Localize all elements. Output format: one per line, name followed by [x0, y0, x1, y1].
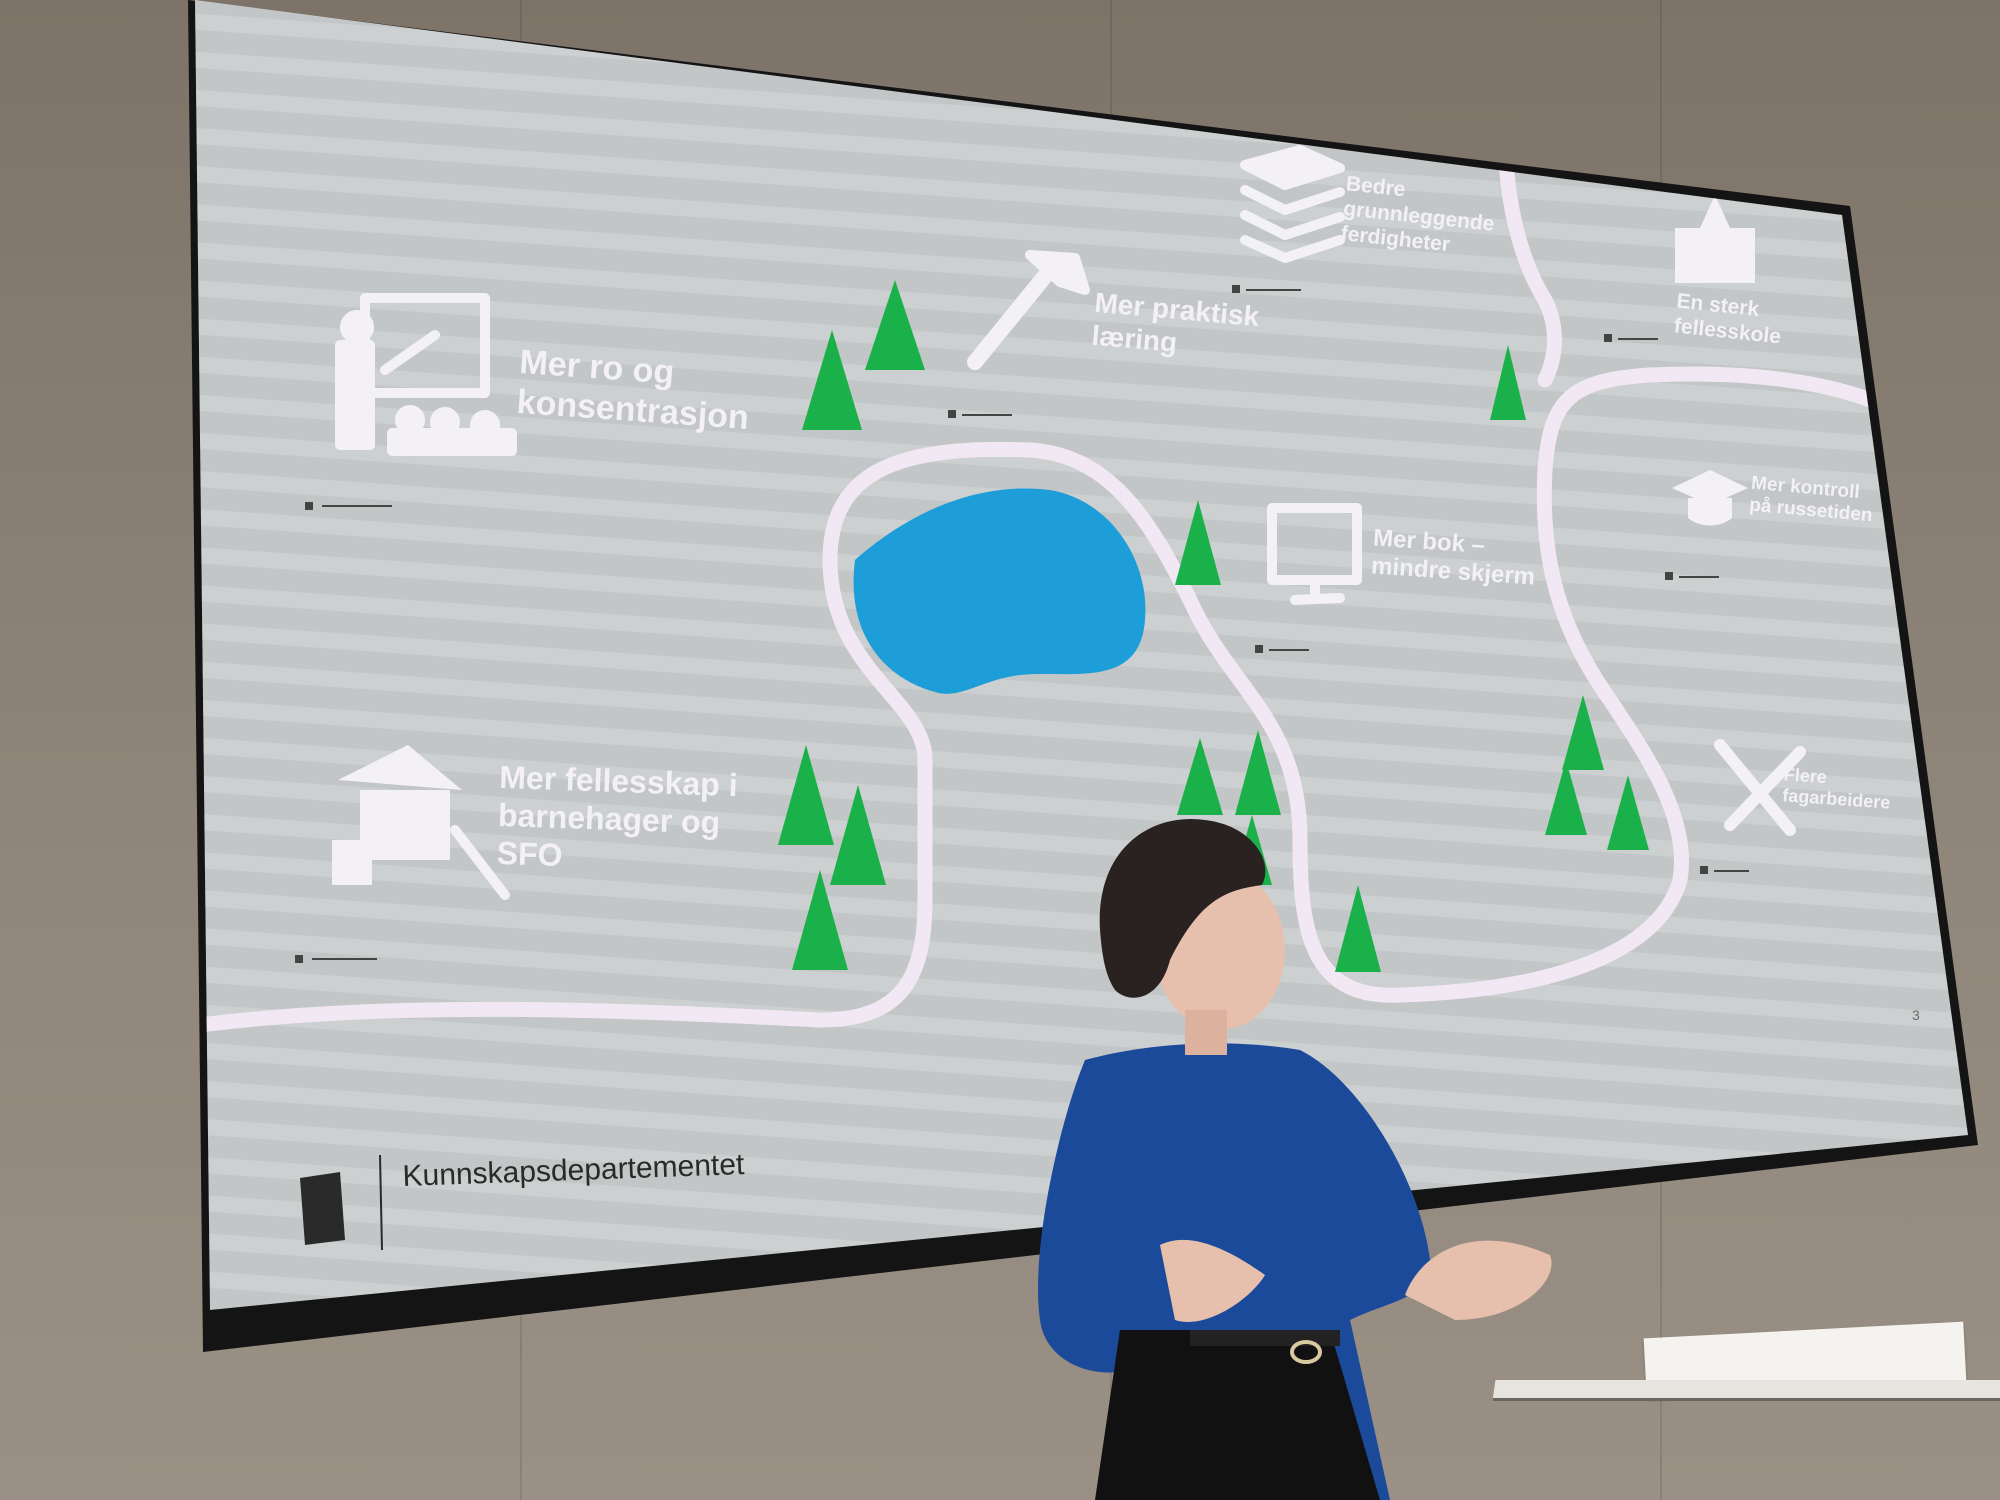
- school-building-icon: [1675, 180, 1755, 283]
- tree-icon: [778, 745, 834, 845]
- tree-icon: [1175, 500, 1221, 585]
- presenter-left-hand: [1160, 1239, 1265, 1322]
- presenter-neck: [1185, 1010, 1227, 1055]
- slide-page-number: 3: [1912, 1007, 1920, 1023]
- tree-icon: [830, 785, 886, 885]
- tree-icon: [1562, 695, 1604, 770]
- table: [1492, 1380, 2000, 1401]
- belt-buckle: [1290, 1340, 1322, 1364]
- hammer-icon: [967, 250, 1090, 370]
- tree-icon: [792, 870, 848, 970]
- tree-icon: [1177, 738, 1223, 815]
- tree-icon: [1607, 775, 1649, 850]
- tree-icon: [1490, 345, 1526, 420]
- presenter-belt: [1190, 1330, 1340, 1346]
- teacher-classroom-icon: [335, 293, 517, 456]
- presenter-right-hand: [1405, 1240, 1552, 1320]
- presenter-skirt: [1095, 1330, 1380, 1500]
- tools-icon: [1714, 739, 1806, 836]
- ministry-logo: [300, 1154, 383, 1251]
- map-roads: [195, 122, 1878, 1033]
- books-icon: [1240, 145, 1345, 263]
- monitor-icon: [1267, 503, 1362, 605]
- lion-crest-icon: [300, 1172, 345, 1245]
- tree-icon: [1335, 885, 1381, 972]
- image-credits: [295, 285, 1749, 963]
- graduation-cap-icon: [1672, 470, 1748, 526]
- lake: [853, 488, 1146, 694]
- tree-icon: [1545, 760, 1587, 835]
- tree-icon: [865, 280, 925, 370]
- tree-icon: [802, 330, 862, 430]
- tree-icon: [1235, 730, 1281, 815]
- playhouse-icon: [332, 745, 510, 900]
- presenter-hair: [1099, 818, 1266, 998]
